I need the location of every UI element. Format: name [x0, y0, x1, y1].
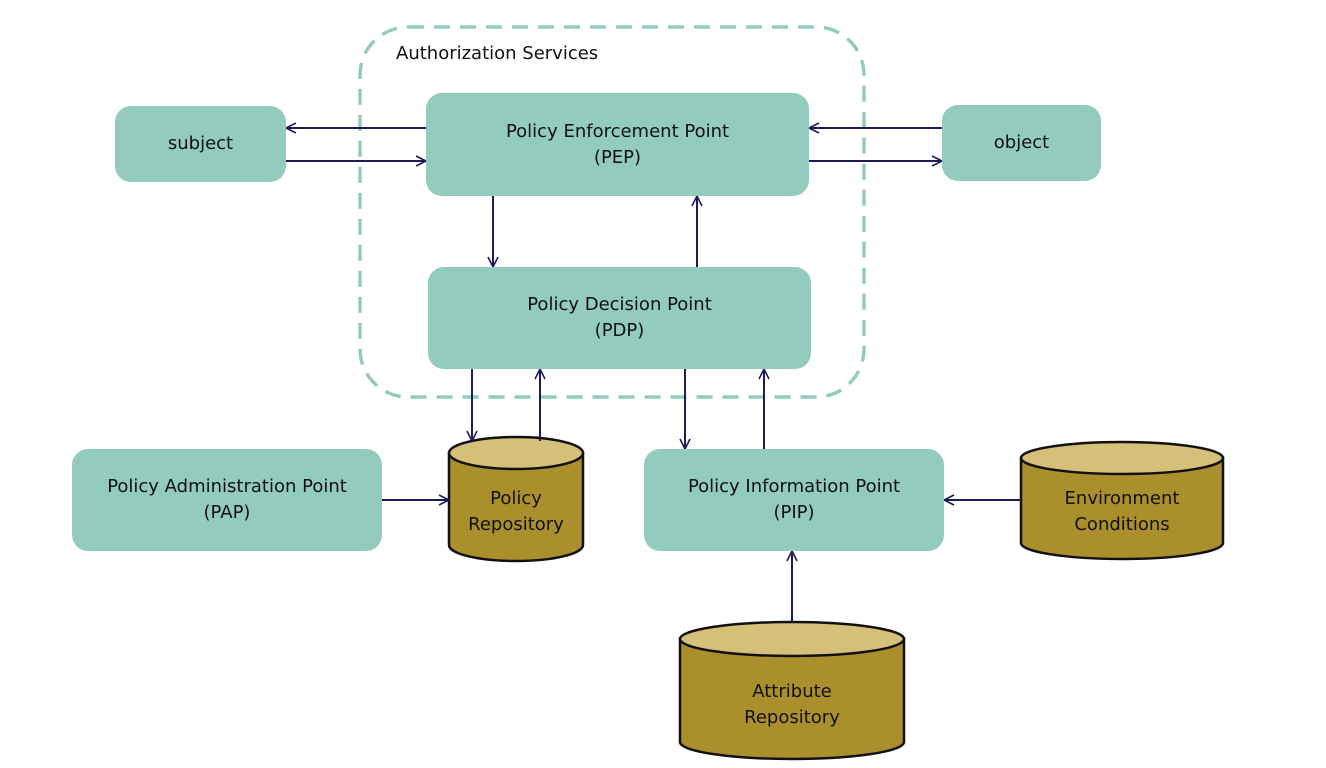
policy-repository-label: Policy Repository — [468, 488, 564, 535]
pap-box: Policy Administration Point (PAP) — [72, 449, 382, 551]
authorization-services-label: Authorization Services — [396, 43, 599, 64]
attribute-repository-cylinder — [678, 620, 906, 761]
attribute-repository-label: Attribute Repository — [744, 681, 840, 728]
policy-repository-cylinder — [447, 435, 585, 563]
subject-box: subject — [115, 106, 286, 182]
environment-conditions-label: Environment Conditions — [1064, 488, 1180, 535]
object-box: object — [942, 105, 1101, 181]
pep-box: Policy Enforcement Point (PEP) — [426, 93, 809, 196]
pdp-box: Policy Decision Point (PDP) — [428, 267, 811, 369]
pip-box: Policy Information Point (PIP) — [644, 449, 944, 551]
environment-conditions-cylinder — [1019, 440, 1225, 561]
